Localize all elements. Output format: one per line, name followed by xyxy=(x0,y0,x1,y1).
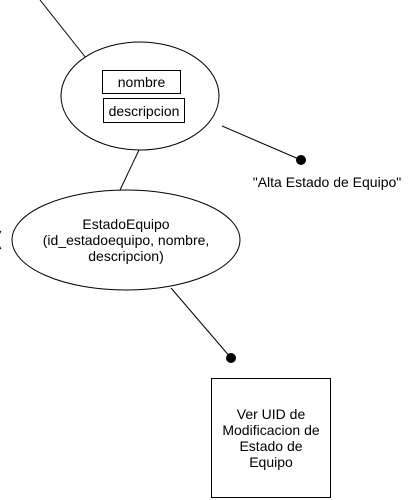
connector-top xyxy=(39,0,87,59)
attribute-group-ellipse xyxy=(60,41,220,151)
partial-shape-left xyxy=(0,230,2,250)
entity-ellipse xyxy=(11,189,241,291)
entity-label: EstadoEquipo (id_estadoequipo, nombre, d… xyxy=(16,216,236,264)
connector-entity-to-view xyxy=(170,287,232,359)
entity-label-line-1: EstadoEquipo xyxy=(82,216,170,232)
action-label: "Alta Estado de Equipo" xyxy=(252,174,402,190)
descripcion-field-box: descripcion xyxy=(103,98,185,123)
entity-label-line-2: (id_estadoequipo, nombre, xyxy=(42,232,210,248)
nombre-field-box: nombre xyxy=(102,70,181,94)
view-label: Ver UID de Modificacion de Estado de Equ… xyxy=(222,406,320,470)
view-box: Ver UID de Modificacion de Estado de Equ… xyxy=(211,378,331,498)
connector-group-to-entity xyxy=(119,149,140,191)
action-endpoint-dot xyxy=(296,155,306,165)
connector-group-to-action xyxy=(221,125,302,161)
view-endpoint-dot xyxy=(226,353,236,363)
entity-label-line-3: descripcion) xyxy=(88,248,164,264)
